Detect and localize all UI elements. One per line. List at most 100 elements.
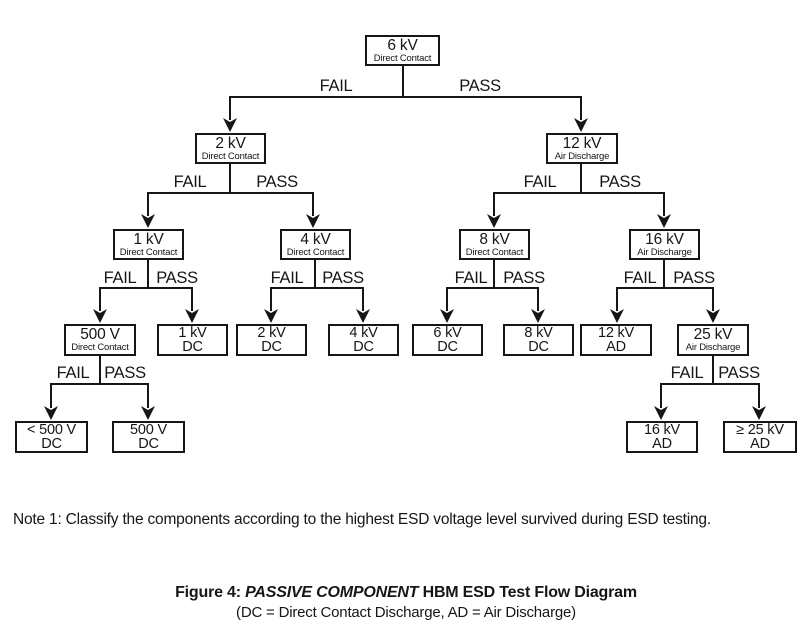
- node-voltage: 2 kV: [215, 134, 246, 152]
- node-voltage: 6 kV: [387, 36, 418, 54]
- node-voltage: 12 kV: [562, 134, 602, 152]
- branch-label-fail: FAIL: [103, 269, 137, 287]
- node-method: Direct Contact: [286, 246, 345, 258]
- node-test-12kv: 12 kV Air Discharge: [546, 133, 618, 164]
- node-method: Direct Contact: [119, 246, 178, 258]
- node-method: DC: [353, 339, 374, 355]
- arrow-down-icon: [657, 214, 671, 228]
- arrow-down-icon: [706, 309, 720, 323]
- figure-label: Figure 4:: [175, 584, 241, 601]
- arrow-down-icon: [185, 309, 199, 323]
- node-test-6kv: 6 kV Direct Contact: [365, 35, 440, 66]
- node-voltage: 2 kV: [257, 324, 286, 341]
- arrow-down-icon: [531, 309, 545, 323]
- branch-label-pass: PASS: [599, 173, 641, 191]
- node-test-500v: 500 V Direct Contact: [64, 324, 136, 356]
- branch-label-fail: FAIL: [454, 269, 488, 287]
- node-test-16kv: 16 kV Air Discharge: [629, 229, 700, 260]
- arrow-down-icon: [306, 214, 320, 228]
- arrow-down-icon: [264, 309, 278, 323]
- node-method: Air Discharge: [554, 150, 610, 162]
- branch-label-fail: FAIL: [173, 173, 207, 191]
- node-test-8kv: 8 kV Direct Contact: [459, 229, 530, 260]
- branch-label-pass: PASS: [503, 269, 545, 287]
- branch-label-pass: PASS: [718, 364, 760, 382]
- node-test-25kv: 25 kV Air Discharge: [677, 324, 749, 356]
- branch-label-fail: FAIL: [670, 364, 704, 382]
- node-method: Air Discharge: [637, 246, 692, 258]
- node-test-2kv: 2 kV Direct Contact: [195, 133, 266, 164]
- node-method: DC: [138, 436, 159, 452]
- node-class-6kv-dc: 6 kV DC: [412, 324, 483, 356]
- figure-caption-title: Figure 4: PASSIVE COMPONENT HBM ESD Test…: [0, 584, 812, 602]
- node-voltage: 8 kV: [479, 230, 510, 248]
- arrow-down-icon: [223, 118, 237, 132]
- figure-title-rest: HBM ESD Test Flow Diagram: [422, 584, 637, 601]
- branch-label-pass: PASS: [104, 364, 146, 382]
- node-class-16kv-ad: 16 kV AD: [626, 421, 698, 453]
- arrow-down-icon: [574, 118, 588, 132]
- node-voltage: 6 kV: [433, 324, 462, 341]
- node-voltage: < 500 V: [27, 421, 76, 438]
- node-class-8kv-dc: 8 kV DC: [503, 324, 574, 356]
- node-method: Direct Contact: [373, 52, 432, 64]
- node-voltage: 25 kV: [693, 326, 733, 343]
- node-class-12kv-ad: 12 kV AD: [580, 324, 652, 356]
- node-method: DC: [261, 339, 282, 355]
- branch-label-fail: FAIL: [623, 269, 657, 287]
- branch-label-fail: FAIL: [56, 364, 90, 382]
- arrow-down-icon: [487, 214, 501, 228]
- node-test-4kv: 4 kV Direct Contact: [280, 229, 351, 260]
- node-class-1kv-dc: 1 kV DC: [157, 324, 228, 356]
- node-voltage: ≥ 25 kV: [736, 421, 784, 438]
- node-voltage: 16 kV: [643, 421, 681, 438]
- node-method: DC: [41, 436, 62, 452]
- arrow-down-icon: [440, 309, 454, 323]
- connector-path: [50, 66, 760, 408]
- node-method: AD: [750, 436, 770, 452]
- branch-label-fail: FAIL: [319, 77, 353, 95]
- node-method: Direct Contact: [71, 342, 129, 353]
- branch-label-fail: FAIL: [270, 269, 304, 287]
- node-voltage: 500 V: [80, 326, 120, 343]
- branch-label-pass: PASS: [156, 269, 198, 287]
- node-voltage: 16 kV: [645, 230, 684, 248]
- figure-caption-subtitle: (DC = Direct Contact Discharge, AD = Air…: [236, 604, 576, 621]
- arrow-down-icon: [752, 406, 766, 420]
- arrow-down-icon: [654, 406, 668, 420]
- figure-title-emphasis: PASSIVE COMPONENT: [245, 584, 419, 601]
- node-class-ge-25kv-ad: ≥ 25 kV AD: [723, 421, 797, 453]
- arrow-down-icon: [356, 309, 370, 323]
- node-test-1kv: 1 kV Direct Contact: [113, 229, 184, 260]
- node-voltage: 4 kV: [349, 324, 378, 341]
- arrow-down-icon: [141, 406, 155, 420]
- node-class-500v-dc: 500 V DC: [112, 421, 185, 453]
- node-method: Air Discharge: [685, 342, 741, 353]
- node-voltage: 12 kV: [597, 324, 635, 341]
- branch-label-pass: PASS: [322, 269, 364, 287]
- node-method: Direct Contact: [201, 150, 260, 162]
- node-method: DC: [437, 339, 458, 355]
- node-method: AD: [652, 436, 672, 452]
- node-class-2kv-dc: 2 kV DC: [236, 324, 307, 356]
- node-method: DC: [528, 339, 549, 355]
- figure-caption: Figure 4: PASSIVE COMPONENT HBM ESD Test…: [0, 584, 812, 621]
- branch-label-pass: PASS: [459, 77, 501, 95]
- arrow-down-icon: [44, 406, 58, 420]
- node-voltage: 4 kV: [300, 230, 331, 248]
- note-text: Note 1: Classify the components accordin…: [13, 511, 711, 528]
- arrowhead-icons: [44, 118, 766, 420]
- arrow-down-icon: [610, 309, 624, 323]
- node-class-lt-500v-dc: < 500 V DC: [15, 421, 88, 453]
- node-voltage: 500 V: [130, 421, 167, 438]
- branch-label-pass: PASS: [256, 173, 298, 191]
- node-method: DC: [182, 339, 203, 355]
- arrow-down-icon: [93, 309, 107, 323]
- node-method: Direct Contact: [465, 246, 524, 258]
- node-voltage: 8 kV: [524, 324, 553, 341]
- node-class-4kv-dc: 4 kV DC: [328, 324, 399, 356]
- arrow-down-icon: [141, 214, 155, 228]
- branch-label-pass: PASS: [673, 269, 715, 287]
